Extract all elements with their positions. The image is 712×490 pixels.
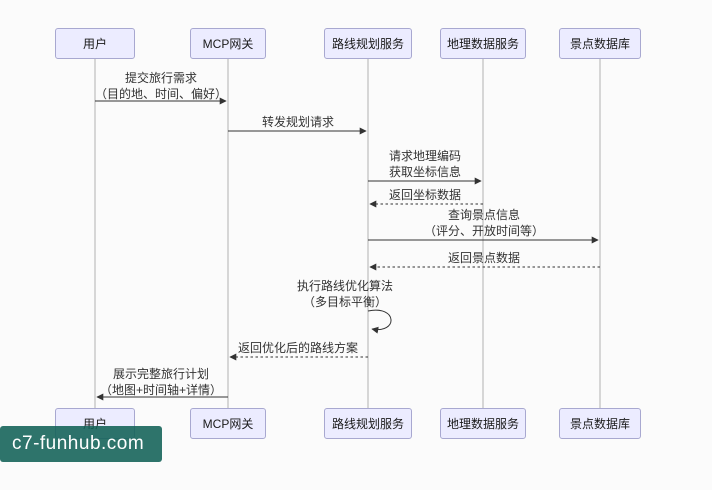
message-label-8: 返回优化后的路线方案 xyxy=(238,340,358,356)
message-label-7: 执行路线优化算法 （多目标平衡） xyxy=(297,278,393,310)
actor-mcp-gateway-bottom: MCP网关 xyxy=(190,408,266,439)
message-label-1: 提交旅行需求 （目的地、时间、偏好） xyxy=(95,70,227,102)
actor-label: MCP网关 xyxy=(202,417,254,431)
message-text: 执行路线优化算法 xyxy=(296,279,394,293)
actor-label: 路线规划服务 xyxy=(331,417,404,431)
message-label-9: 展示完整旅行计划 （地图+时间轴+详情） xyxy=(100,366,222,398)
actor-geo-service-top: 地理数据服务 xyxy=(440,28,526,59)
actor-route-service-top: 路线规划服务 xyxy=(324,28,412,59)
actor-route-service-bottom: 路线规划服务 xyxy=(324,408,412,439)
message-text: 提交旅行需求 xyxy=(124,71,198,85)
message-text: 返回坐标数据 xyxy=(388,188,462,202)
message-text: 转发规划请求 xyxy=(261,115,335,129)
message-text: 返回景点数据 xyxy=(447,251,521,265)
message-text: 展示完整旅行计划 xyxy=(112,367,209,381)
actor-user-top: 用户 xyxy=(55,28,135,59)
actor-mcp-gateway-top: MCP网关 xyxy=(190,28,266,59)
actor-poi-db-bottom: 景点数据库 xyxy=(559,408,641,439)
actor-label: 地理数据服务 xyxy=(446,417,519,431)
message-text: （评分、开放时间等） xyxy=(423,224,545,239)
actor-label: 用户 xyxy=(82,37,107,51)
message-text: （目的地、时间、偏好） xyxy=(94,87,228,102)
actor-label: 地理数据服务 xyxy=(446,37,519,51)
message-label-5: 查询景点信息 （评分、开放时间等） xyxy=(424,207,544,239)
message-text: 查询景点信息 xyxy=(447,208,521,222)
message-text: 请求地理编码 xyxy=(388,149,462,163)
message-text: （地图+时间轴+详情） xyxy=(99,383,223,398)
actor-geo-service-bottom: 地理数据服务 xyxy=(440,408,526,439)
actor-label: MCP网关 xyxy=(202,37,254,51)
actor-poi-db-top: 景点数据库 xyxy=(559,28,641,59)
message-arrow-7-self-loop xyxy=(367,309,392,334)
actor-label: 路线规划服务 xyxy=(331,37,404,51)
message-label-4: 返回坐标数据 xyxy=(389,187,461,203)
actor-label: 景点数据库 xyxy=(569,417,630,431)
message-text: 获取坐标信息 xyxy=(388,165,462,180)
message-label-2: 转发规划请求 xyxy=(262,114,334,130)
watermark: c7-funhub.com xyxy=(0,426,163,462)
message-text: （多目标平衡） xyxy=(302,295,388,310)
message-label-6: 返回景点数据 xyxy=(448,250,520,266)
message-label-3: 请求地理编码 获取坐标信息 xyxy=(389,148,461,180)
actor-label: 景点数据库 xyxy=(569,37,630,51)
message-text: 返回优化后的路线方案 xyxy=(237,341,359,355)
